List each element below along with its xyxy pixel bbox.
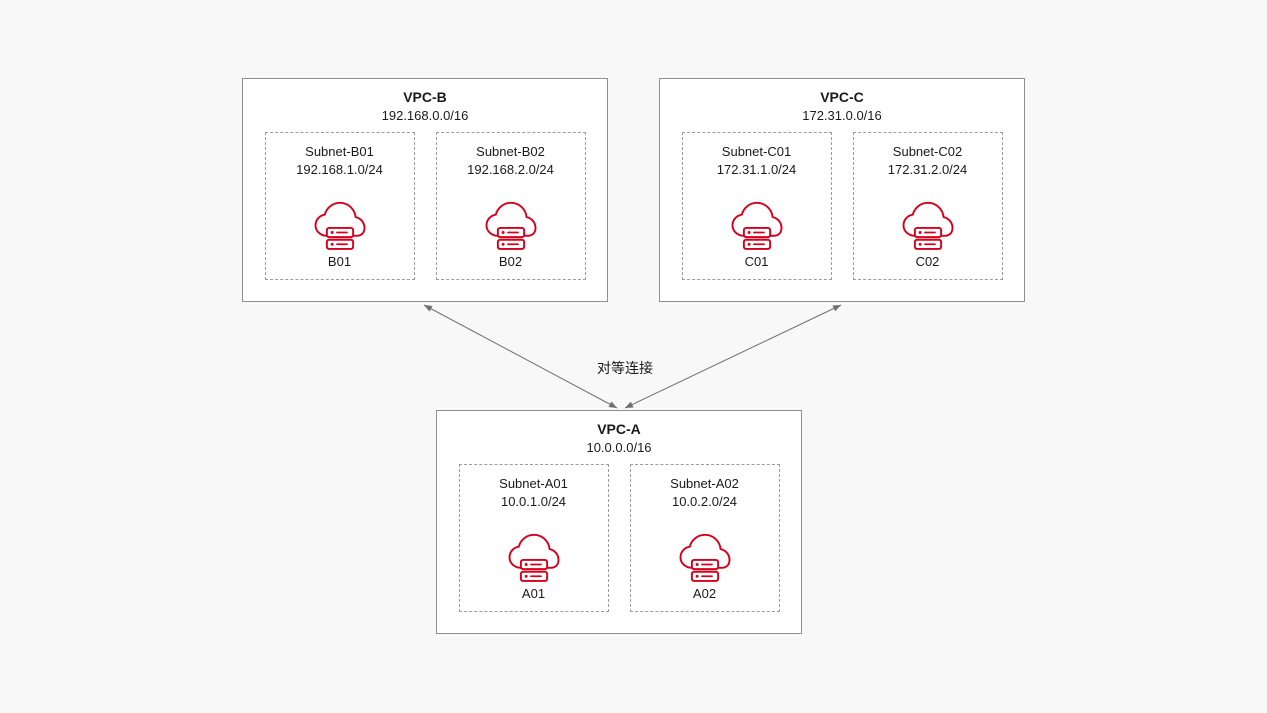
vpc-cidr: 192.168.0.0/16 xyxy=(381,107,469,123)
server-label: A01 xyxy=(521,585,546,601)
vpc-cidr: 172.31.0.0/16 xyxy=(802,107,882,123)
subnet-title: Subnet-A01 xyxy=(499,476,568,492)
subnet-cidr: 172.31.1.0/24 xyxy=(716,161,797,177)
subnet-box-b01: Subnet-B01 192.168.1.0/24 B01 xyxy=(264,132,415,281)
server-label: B02 xyxy=(498,253,523,269)
subnet-box-a01: Subnet-A01 10.0.1.0/24 A01 xyxy=(458,464,609,613)
vpc-box-vpc-c: VPC-C 172.31.0.0/16 Subnet-C01 172.31.1.… xyxy=(659,78,1025,302)
subnet-cidr: 172.31.2.0/24 xyxy=(887,161,968,177)
vpc-cidr: 10.0.0.0/16 xyxy=(586,439,652,455)
cloud-server-icon xyxy=(505,528,563,584)
peering-link-vpcc-vpca xyxy=(624,304,842,409)
subnet-cidr: 192.168.1.0/24 xyxy=(296,161,383,177)
server-label: C01 xyxy=(744,253,769,269)
cloud-server-icon xyxy=(311,196,369,252)
subnet-title: Subnet-B01 xyxy=(305,144,374,160)
subnet-box-c02: Subnet-C02 172.31.2.0/24 C02 xyxy=(852,132,1003,281)
vpc-title: VPC-B xyxy=(403,89,447,105)
cloud-server-icon xyxy=(728,196,786,252)
vpc-title: VPC-C xyxy=(820,89,864,105)
cloud-server-icon xyxy=(676,528,734,584)
subnet-cidr: 10.0.2.0/24 xyxy=(671,493,738,509)
vpc-title: VPC-A xyxy=(597,421,641,437)
cloud-server-icon xyxy=(899,196,957,252)
vpc-box-vpc-a: VPC-A 10.0.0.0/16 Subnet-A01 10.0.1.0/24… xyxy=(436,410,802,634)
subnet-title: Subnet-B02 xyxy=(476,144,545,160)
subnet-title: Subnet-C02 xyxy=(892,144,963,160)
cloud-server-icon xyxy=(482,196,540,252)
subnet-box-a02: Subnet-A02 10.0.2.0/24 A02 xyxy=(629,464,780,613)
subnet-title: Subnet-A02 xyxy=(670,476,739,492)
subnet-cidr: 192.168.2.0/24 xyxy=(467,161,554,177)
subnet-cidr: 10.0.1.0/24 xyxy=(500,493,567,509)
peering-link-vpcb-vpca xyxy=(423,304,618,409)
subnet-title: Subnet-C01 xyxy=(721,144,792,160)
subnet-box-b02: Subnet-B02 192.168.2.0/24 B02 xyxy=(435,132,586,281)
server-label: C02 xyxy=(915,253,940,269)
peering-connection-label: 对等连接 xyxy=(597,360,653,376)
subnet-box-c01: Subnet-C01 172.31.1.0/24 C01 xyxy=(681,132,832,281)
server-label: B01 xyxy=(327,253,352,269)
server-label: A02 xyxy=(692,585,717,601)
vpc-box-vpc-b: VPC-B 192.168.0.0/16 Subnet-B01 192.168.… xyxy=(242,78,608,302)
